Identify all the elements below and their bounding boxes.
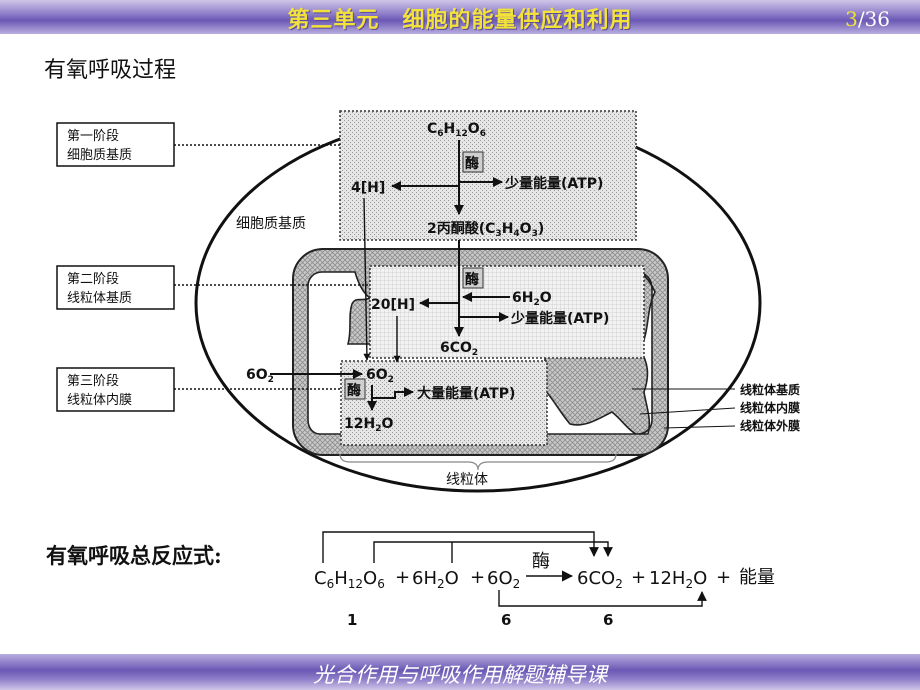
tracking-line-carbon [322, 531, 599, 563]
coef-co2: 6 [603, 611, 613, 629]
o2-outside-label: 6O2 [246, 367, 274, 385]
part-outer-label: 线粒体外膜 [740, 418, 800, 433]
equation-label: 有氧呼吸总反应式: [46, 543, 222, 568]
water12-label: 12H2O [344, 416, 393, 434]
equation-water12: 12H2O [649, 568, 707, 591]
enzyme-label-3: 酶 [347, 382, 361, 399]
pyruvate-label: 2丙酮酸(C3H4O3) [427, 220, 544, 239]
enzyme-box-3 [344, 378, 366, 400]
cytoplasm-label: 细胞质基质 [236, 215, 306, 232]
stage2-line1: 第二阶段 [67, 272, 119, 287]
equation-o2: 6O2 [487, 568, 520, 591]
equation-glucose: C6H12O6 [314, 568, 385, 591]
equation-co2: 6CO2 [577, 568, 623, 591]
inner-pointer [639, 407, 736, 415]
coef-glucose: 1 [347, 611, 357, 629]
stage2-line2: 线粒体基质 [67, 291, 132, 306]
stage3-line2: 线粒体内膜 [67, 392, 132, 408]
h20-label: 20[H] [371, 297, 415, 313]
enzyme-label-2: 酶 [465, 271, 479, 288]
o2-inside-label: 6O2 [366, 367, 394, 385]
enzyme-label-1: 酶 [465, 155, 479, 172]
stage2-box [56, 265, 175, 310]
page-total: /36 [857, 7, 890, 31]
outer-pointer [663, 425, 736, 429]
h4-label: 4[H] [351, 180, 385, 196]
header-title: 第三单元 细胞的能量供应和利用 [287, 8, 633, 33]
small-energy-label-1: 少量能量(ATP) [504, 175, 603, 192]
equation-enzyme: 酶 [532, 551, 550, 572]
footer-title: 光合作用与呼吸作用解题辅导课 [313, 663, 607, 687]
footer-bar: 光合作用与呼吸作用解题辅导课 [0, 654, 920, 690]
small-energy-label-2: 少量能量(ATP) [510, 310, 609, 327]
section-title: 有氧呼吸过程 [44, 58, 177, 83]
water6-label: 6H2O [512, 290, 552, 308]
equation-energy: 能量 [739, 567, 775, 588]
mitochondrion-label: 线粒体 [446, 472, 488, 488]
stage3-line1: 第三阶段 [67, 374, 119, 389]
page-indicator: 3/36 [845, 7, 890, 31]
equation-plus-4: + [716, 567, 731, 588]
stage1-region [339, 110, 637, 241]
equation-water6: 6H2O [412, 568, 459, 591]
header-bar: 第三单元 细胞的能量供应和利用 3/36 [0, 0, 920, 34]
stage1-box [56, 122, 175, 167]
atp-arrow-3 [372, 387, 414, 399]
equation-plus-1: + [395, 567, 410, 588]
part-inner-label: 线粒体内膜 [740, 400, 800, 415]
equation-plus-2: + [470, 567, 485, 588]
enzyme-box-2 [462, 267, 484, 289]
tracking-line-o2-water [498, 590, 707, 607]
coef-o2: 6 [501, 611, 511, 629]
equation-plus-3: + [631, 567, 646, 588]
stage1-line1: 第一阶段 [67, 129, 119, 144]
large-energy-label: 大量能量(ATP) [417, 385, 515, 402]
mitochondrion-brace [339, 453, 617, 471]
h4-down-line [363, 197, 371, 361]
co2-label: 6CO2 [440, 340, 478, 358]
tracking-line-oxygen [373, 541, 613, 563]
enzyme-box-1 [462, 151, 484, 173]
part-matrix-label: 线粒体基质 [740, 382, 800, 397]
stage1-line2: 细胞质基质 [67, 148, 132, 163]
page-current: 3 [845, 7, 858, 31]
